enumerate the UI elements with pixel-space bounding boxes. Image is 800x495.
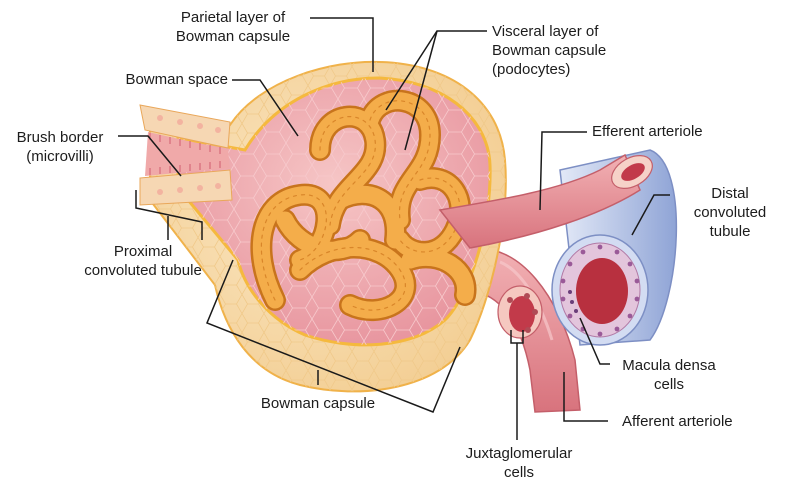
label-parietal-layer: Parietal layer of Bowman capsule — [175, 9, 291, 45]
label-juxtaglomerular-cells: Juxtaglomerular cells — [465, 445, 573, 481]
leader-distal — [631, 194, 670, 236]
leader-bowman-bracket — [206, 259, 461, 413]
leader-efferent — [539, 131, 587, 211]
label-macula-densa-cells: Macula densa cells — [622, 357, 716, 393]
label-brush-border: Brush border (microvilli) — [16, 129, 104, 165]
leader-proximal-bracket — [135, 190, 203, 240]
label-afferent-arteriole: Afferent arteriole — [622, 413, 733, 430]
proximal-convoluted-tubule — [139, 104, 233, 206]
leader-lines — [118, 17, 670, 440]
label-visceral-layer: Visceral layer of Bowman capsule (podocy… — [492, 23, 607, 78]
leader-afferent — [563, 372, 608, 422]
leader-brush-border — [118, 135, 182, 177]
label-distal-convoluted-tubule: Distal convoluted tubule — [693, 185, 767, 240]
label-proximal-convoluted-tubule: Proximal convoluted tubule — [84, 243, 202, 279]
leader-macula — [579, 317, 610, 365]
leader-parietal — [310, 17, 374, 72]
label-efferent-arteriole: Efferent arteriole — [592, 123, 703, 140]
afferent-arteriole — [469, 248, 581, 413]
label-bowman-space: Bowman space — [125, 71, 228, 88]
leader-visceral-b — [404, 30, 438, 151]
label-bowman-capsule: Bowman capsule — [260, 395, 376, 412]
leader-bowman-space — [232, 79, 299, 137]
